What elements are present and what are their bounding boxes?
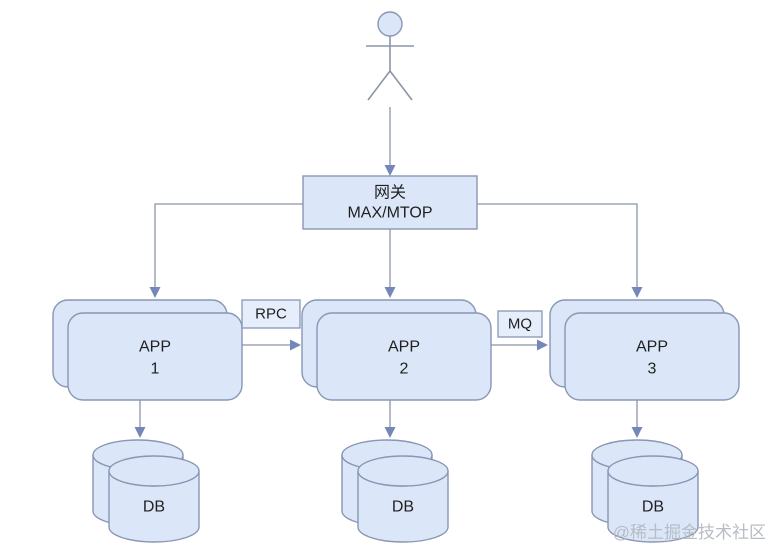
db2-cylinder-front <box>357 455 449 543</box>
arrowhead-right-icon <box>537 339 548 351</box>
app1-stack-front <box>67 312 243 401</box>
db3-label: DB <box>642 499 664 516</box>
edge-gateway-to-app3 <box>477 203 643 298</box>
db2-node: DB <box>341 439 449 543</box>
arrowhead-down-icon <box>149 287 161 298</box>
arrowhead-down-icon <box>384 427 396 438</box>
mq-label-box <box>497 310 543 338</box>
edge-user-to-gateway <box>384 107 396 176</box>
arrowhead-down-icon <box>631 427 643 438</box>
app1-label-line1: APP <box>139 339 171 356</box>
gateway-label-line2: MAX/MTOP <box>347 205 432 222</box>
arrowhead-down-icon <box>384 287 396 298</box>
app1-node: APP 1 <box>52 299 243 401</box>
rpc-label-box <box>241 299 301 329</box>
edge-app1-to-app2-rpc: RPC <box>241 299 301 351</box>
edge-app1-to-db1 <box>134 400 146 438</box>
app1-label-line2: 1 <box>151 361 160 378</box>
app3-label-line2: 3 <box>648 361 657 378</box>
app3-label-line1: APP <box>636 339 668 356</box>
db1-label: DB <box>143 499 165 516</box>
gateway-node: 网关 MAX/MTOP <box>302 175 478 230</box>
app2-node: APP 2 <box>301 299 492 401</box>
gateway-label-line1: 网关 <box>374 184 406 202</box>
app3-node: APP 3 <box>549 299 740 401</box>
app2-label-line1: APP <box>388 339 420 356</box>
db3-cylinder-front <box>607 455 699 543</box>
arrowhead-down-icon <box>631 287 643 298</box>
edge-gateway-to-app2 <box>384 229 396 298</box>
arrowhead-down-icon <box>134 427 146 438</box>
mq-label: MQ <box>508 316 532 333</box>
db2-label: DB <box>392 499 414 516</box>
edge-gateway-to-app1 <box>149 203 303 298</box>
arrowhead-right-icon <box>290 339 301 351</box>
app2-stack-front <box>316 312 492 401</box>
edge-app3-to-db3 <box>631 400 643 438</box>
edge-app2-to-db2 <box>384 400 396 438</box>
app2-label-line2: 2 <box>400 361 409 378</box>
actor-head <box>377 11 403 37</box>
arrowhead-down-icon <box>384 165 396 176</box>
actor-left-leg <box>367 70 391 101</box>
actor-right-leg <box>389 70 413 101</box>
db3-node: DB <box>591 439 699 543</box>
rpc-label: RPC <box>255 306 287 323</box>
edge-app2-to-app3-mq: MQ <box>491 310 548 351</box>
db1-cylinder-front <box>108 455 200 543</box>
user-actor-icon <box>366 11 414 101</box>
app3-stack-front <box>564 312 740 401</box>
watermark: @稀土掘金技术社区 <box>613 523 766 542</box>
db1-node: DB <box>92 439 200 543</box>
